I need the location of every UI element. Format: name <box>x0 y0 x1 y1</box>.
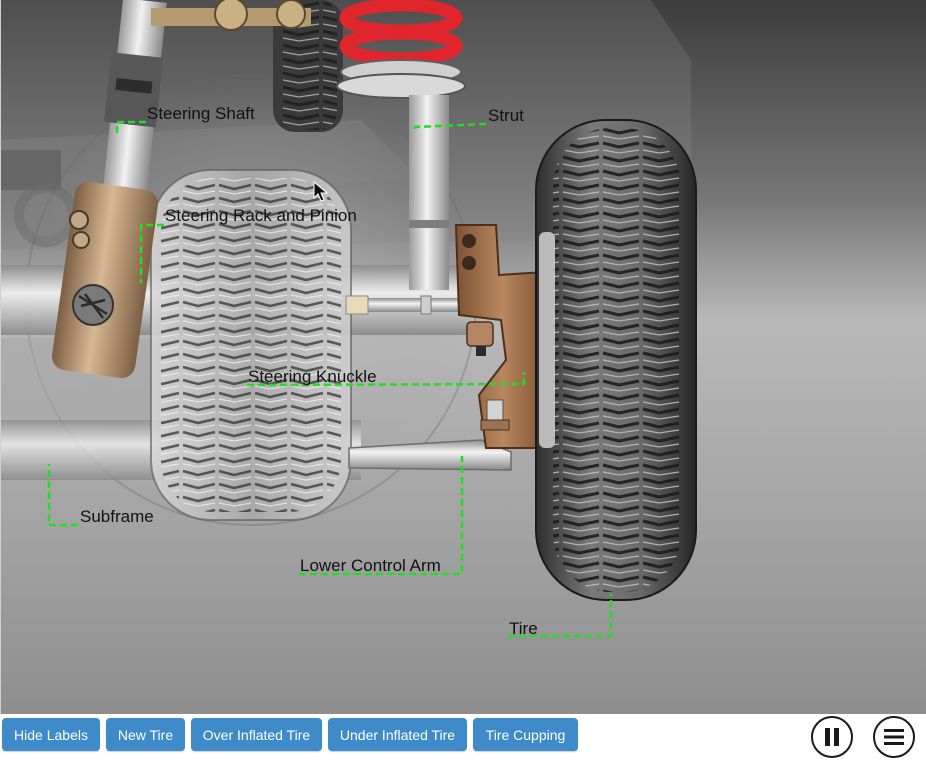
label-tire: Tire <box>509 619 538 638</box>
under-inflated-tire-button[interactable]: Under Inflated Tire <box>328 718 467 751</box>
suspension-illustration <box>1 0 926 714</box>
label-steering-shaft: Steering Shaft <box>147 104 255 123</box>
new-tire-button[interactable]: New Tire <box>106 718 185 751</box>
hide-labels-button[interactable]: Hide Labels <box>2 718 100 751</box>
tire-cupping-button[interactable]: Tire Cupping <box>473 718 578 751</box>
label-lower-control-arm: Lower Control Arm <box>300 556 441 575</box>
label-subframe: Subframe <box>80 507 154 526</box>
pause-icon <box>825 728 839 746</box>
label-steering-knuckle: Steering Knuckle <box>248 367 377 386</box>
suspension-diagram-viewport[interactable]: Steering Shaft Strut Steering Rack and P… <box>0 0 926 714</box>
label-steering-rack-and-pinion: Steering Rack and Pinion <box>165 206 357 225</box>
pause-button[interactable] <box>811 716 853 758</box>
hamburger-menu-icon <box>884 729 904 745</box>
bottom-toolbar: Hide Labels New Tire Over Inflated Tire … <box>0 714 926 764</box>
menu-button[interactable] <box>873 716 915 758</box>
label-strut: Strut <box>488 106 524 125</box>
over-inflated-tire-button[interactable]: Over Inflated Tire <box>191 718 322 751</box>
